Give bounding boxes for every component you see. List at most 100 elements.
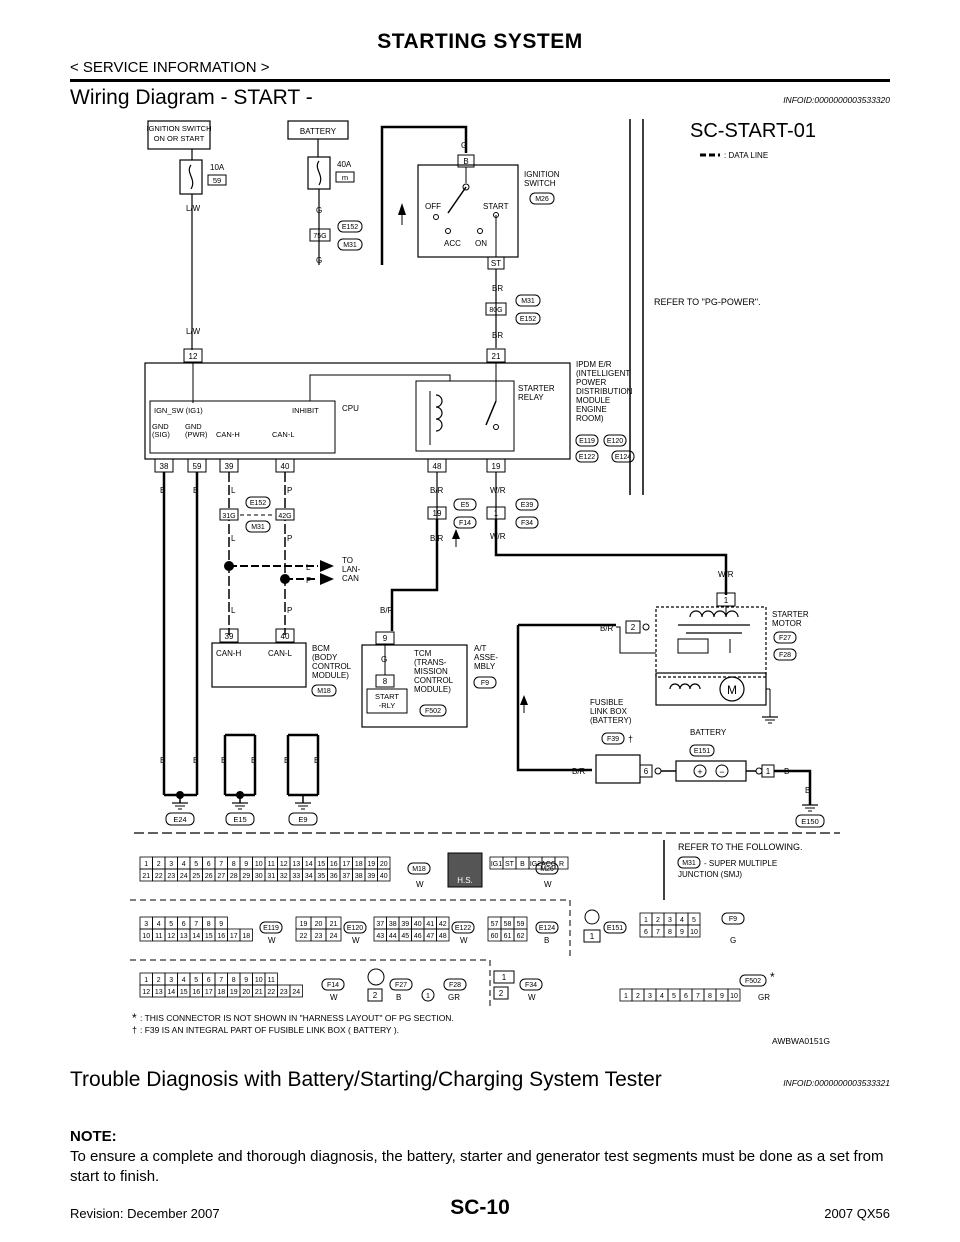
grid-conn-e120: [343, 921, 367, 934]
svg-text:MBLY: MBLY: [474, 662, 496, 671]
svg-text:B: B: [314, 756, 319, 765]
svg-text:E122: E122: [455, 925, 471, 932]
e119-pin-label: 11: [155, 933, 162, 940]
cpu-box: [149, 400, 336, 454]
bcm-can-h: CAN-H: [216, 649, 242, 658]
fuse-10a: [179, 159, 203, 195]
note-label: NOTE:: [70, 1128, 117, 1145]
svg-text:E122: E122: [579, 454, 595, 461]
svg-text:39: 39: [225, 632, 234, 641]
ipdm-can-l: CAN-L: [272, 430, 295, 439]
m18-pin-label: 14: [305, 861, 313, 868]
section-title-wiring: Wiring Diagram - START -: [70, 86, 313, 109]
svg-text:E24: E24: [173, 815, 186, 824]
e122-pin-label: 39: [401, 921, 409, 928]
fusible-link-label: FUSIBLE: [590, 698, 623, 707]
svg-text:B/R: B/R: [380, 606, 394, 615]
e120-pin-label: 19: [300, 921, 308, 928]
svg-text:9: 9: [383, 634, 388, 643]
ign-pos-start: START: [483, 202, 509, 211]
svg-text:+: +: [697, 767, 702, 777]
svg-text:GND: GND: [185, 422, 202, 431]
section-title-trouble-diagnosis: Trouble Diagnosis with Battery/Starting/…: [70, 1068, 662, 1091]
ipdm-can-h: CAN-H: [216, 430, 240, 439]
svg-text:21: 21: [492, 352, 501, 361]
svg-text:38: 38: [160, 462, 169, 471]
e122-pin-label: 47: [426, 933, 434, 940]
svg-text:E120: E120: [347, 925, 363, 932]
f14-pin-label: 15: [180, 989, 188, 996]
svg-text:8: 8: [383, 677, 388, 686]
f9-pin-label: 5: [692, 917, 696, 924]
e124-pin-label: 57: [491, 921, 499, 928]
svg-text:1: 1: [766, 767, 771, 776]
svg-text:L: L: [231, 606, 236, 615]
section-infoid-trouble: INFOID:0000000003533321: [783, 1078, 890, 1088]
svg-text:-RLY: -RLY: [379, 701, 396, 710]
svg-text:E124: E124: [539, 925, 555, 932]
e124-pin-cell: [513, 928, 528, 942]
svg-text:E124: E124: [615, 454, 631, 461]
svg-text:(TRANS-: (TRANS-: [414, 658, 447, 667]
wiring-diagram: SC-START-01 : DATA LINE REFER TO "PG-POW…: [130, 119, 840, 1035]
f502-pin-label: 3: [648, 993, 652, 1000]
conn-e150: [795, 814, 825, 828]
m18-pin-label: 38: [355, 873, 363, 880]
figure-id: AWBWA0151G: [772, 1036, 830, 1046]
svg-text:1: 1: [724, 596, 729, 605]
footnote-star: : THIS CONNECTOR IS NOT SHOWN IN "HARNES…: [140, 1013, 454, 1023]
battery-bottom-label: BATTERY: [690, 728, 727, 737]
m18-pin-label: 33: [292, 873, 300, 880]
svg-text:P: P: [287, 486, 292, 495]
wire-br-fusible: [516, 625, 592, 772]
m18-pin-label: 26: [205, 873, 213, 880]
footer-revision: Revision: December 2007: [70, 1206, 220, 1221]
svg-text:LAN-: LAN-: [342, 565, 361, 574]
f9-pin-label: 6: [644, 929, 648, 936]
e119-pin-label: 12: [167, 933, 175, 940]
svg-text:M18: M18: [412, 866, 426, 873]
svg-text:GND: GND: [152, 422, 169, 431]
e120-pin-label: 20: [315, 921, 323, 928]
svg-text:P: P: [287, 606, 292, 615]
svg-text:F14: F14: [327, 982, 339, 989]
svg-text:42G: 42G: [278, 513, 291, 520]
svg-text:48: 48: [433, 462, 442, 471]
m18-pin-label: 22: [155, 873, 163, 880]
f14-pin-label: 4: [182, 977, 186, 984]
starter-motor-label: STARTER: [772, 610, 809, 619]
svg-text:40: 40: [281, 462, 290, 471]
svg-text:B: B: [544, 936, 549, 945]
m18-pin-label: 1: [144, 861, 148, 868]
footer-model: 2007 QX56: [824, 1206, 890, 1221]
conn-f502: [419, 704, 447, 717]
svg-text:MODULE: MODULE: [576, 396, 610, 405]
grid-conn-f27: [389, 978, 413, 991]
conn-e122: [575, 450, 599, 463]
ign-pos-on: ON: [475, 239, 487, 248]
conn-m18: [311, 684, 337, 697]
f14-pin-label: 18: [217, 989, 225, 996]
f14-pin-label: 3: [169, 977, 173, 984]
conn-m31-b: [515, 294, 541, 307]
e119-pin-label: 14: [192, 933, 200, 940]
refer-following-label: REFER TO THE FOLLOWING.: [678, 842, 803, 852]
m18-pin-label: 3: [169, 861, 173, 868]
svg-text:F28: F28: [449, 982, 461, 989]
f14-pin-label: 21: [255, 989, 263, 996]
f14-pin-label: 7: [219, 977, 223, 984]
conn-e15: [225, 812, 255, 826]
e122-pin-label: 38: [389, 921, 397, 928]
f14-pin-label: 23: [280, 989, 288, 996]
m18-pin-label: 9: [244, 861, 248, 868]
m18-pin-label: 8: [232, 861, 236, 868]
wire-wr-starter: [494, 519, 728, 595]
m18-pin-label: 31: [267, 873, 275, 880]
m18-pin-label: 35: [317, 873, 325, 880]
svg-text:2: 2: [631, 623, 636, 632]
svg-text:M31: M31: [343, 242, 357, 249]
wire-g-ign: [380, 125, 468, 265]
ipdm-bottom-pins: 38 59 39 40 48 19: [154, 458, 506, 473]
svg-text:E150: E150: [801, 817, 819, 826]
grid-conn-f14: [321, 978, 345, 991]
